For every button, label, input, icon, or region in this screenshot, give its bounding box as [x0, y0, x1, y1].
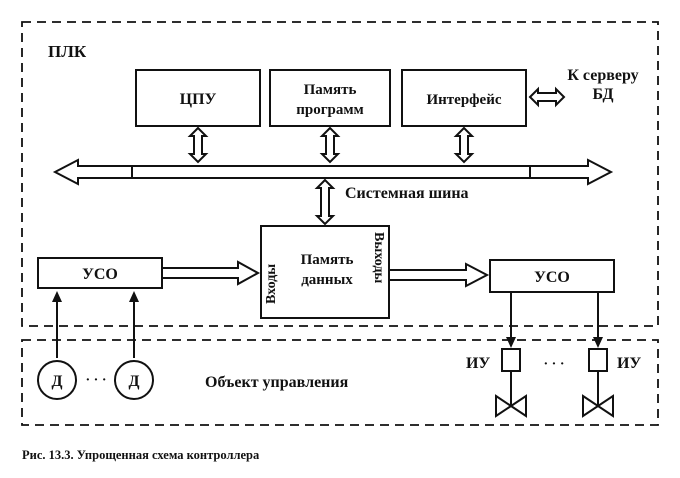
system-bus-arrow	[52, 158, 614, 186]
actuator-2	[582, 348, 614, 418]
sensor-2: Д	[114, 360, 154, 400]
sensor-1: Д	[37, 360, 77, 400]
control-object-boundary	[21, 339, 659, 426]
io-left-block: УСО	[37, 257, 163, 289]
server-label-line1: К серверу	[567, 67, 638, 84]
actuator-1-arrowhead	[506, 337, 516, 348]
bus-data-memory-arrow	[314, 178, 336, 226]
sensor-2-label: Д	[128, 373, 139, 390]
data-memory-block: Память данных Входы Выходы	[260, 225, 390, 319]
control-object-label: Объект управления	[205, 374, 349, 391]
program-memory-line2: программ	[296, 102, 364, 118]
memory-to-io-right-arrow	[388, 262, 490, 288]
actuator-2-arrowhead	[593, 337, 603, 348]
io-right-label: УСО	[534, 269, 570, 286]
interface-label: Интерфейс	[426, 92, 501, 108]
actuator-1-label: ИУ	[466, 355, 490, 372]
server-double-arrow	[528, 86, 566, 108]
program-memory-line1: Память	[304, 82, 357, 98]
plc-label: ПЛК	[48, 42, 87, 61]
server-label-line2: БД	[593, 86, 614, 103]
actuator-1	[495, 348, 527, 418]
outputs-label: Выходы	[371, 232, 386, 283]
inputs-label: Входы	[264, 264, 279, 304]
cpu-label: ЦПУ	[180, 91, 217, 108]
io-left-label: УСО	[82, 266, 118, 283]
figure-caption: Рис. 13.3. Упрощенная схема контроллера	[22, 448, 260, 462]
data-memory-line2: данных	[301, 272, 353, 288]
sensor-2-arrowhead	[129, 291, 139, 302]
sensor-1-arrowhead	[52, 291, 62, 302]
actuator-dots: · · ·	[543, 357, 564, 372]
interface-bus-arrow	[453, 126, 475, 164]
valve-2-icon	[582, 394, 614, 418]
cpu-block: ЦПУ	[135, 69, 261, 127]
plc-boundary	[21, 21, 659, 327]
io-left-to-memory-arrow	[161, 260, 261, 286]
system-bus-label: Системная шина	[345, 185, 469, 202]
actuator-2-label: ИУ	[617, 355, 641, 372]
program-memory-block: Память программ	[269, 69, 391, 127]
sensor-1-label: Д	[51, 373, 62, 390]
valve-1-icon	[495, 394, 527, 418]
data-memory-line1: Память	[301, 252, 354, 268]
io-right-block: УСО	[489, 259, 615, 293]
sensor-dots: · · ·	[85, 373, 106, 388]
interface-block: Интерфейс	[401, 69, 527, 127]
cpu-bus-arrow	[187, 126, 209, 164]
program-memory-bus-arrow	[319, 126, 341, 164]
